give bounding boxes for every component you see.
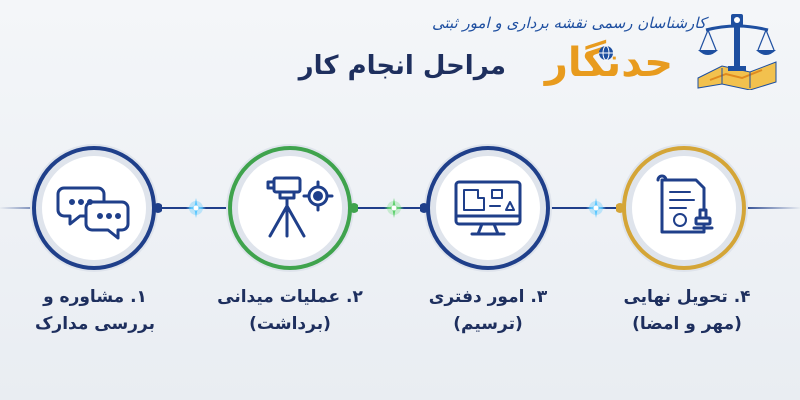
stamped-document-icon bbox=[656, 174, 714, 234]
step-4-circle bbox=[616, 140, 752, 276]
brand-tagline: کارشناسان رسمی نقشه برداری و امور ثبتی bbox=[431, 14, 706, 32]
sparkle-icon bbox=[384, 198, 404, 218]
scales-of-justice-icon bbox=[697, 14, 777, 91]
step-4-subtitle: (مهر و امضا) bbox=[632, 314, 742, 334]
step-2-title: ۲. عملیات میدانی bbox=[217, 287, 363, 307]
step-1-circle bbox=[26, 140, 162, 276]
step-1-caption: ۱. مشاوره و بررسی مدارک bbox=[0, 284, 190, 344]
surveying-tripod-icon bbox=[266, 176, 334, 238]
step-1-subtitle: بررسی مدارک bbox=[35, 314, 155, 334]
chat-bubbles-icon bbox=[56, 186, 130, 240]
step-1-title: ۱. مشاوره و bbox=[43, 287, 147, 307]
sparkle-icon bbox=[186, 198, 206, 218]
page-title: مراحل انجام کار bbox=[298, 51, 506, 81]
step-4-title: ۴. تحویل نهایی bbox=[623, 287, 751, 307]
step-3-circle bbox=[420, 140, 556, 276]
step-3-title: ۳. امور دفتری bbox=[428, 287, 548, 307]
step-2-circle bbox=[222, 140, 358, 276]
step-2-caption: ۲. عملیات میدانی (برداشت) bbox=[195, 284, 385, 344]
globe-icon bbox=[598, 45, 614, 61]
step-2-subtitle: (برداشت) bbox=[249, 314, 331, 334]
step-4-caption: ۴. تحویل نهایی (مهر و امضا) bbox=[592, 284, 782, 344]
monitor-drawing-icon bbox=[454, 180, 522, 236]
step-3-subtitle: (ترسیم) bbox=[453, 314, 523, 334]
step-3-caption: ۳. امور دفتری (ترسیم) bbox=[393, 284, 583, 344]
brand-logo bbox=[692, 8, 782, 91]
sparkle-icon bbox=[586, 198, 606, 218]
